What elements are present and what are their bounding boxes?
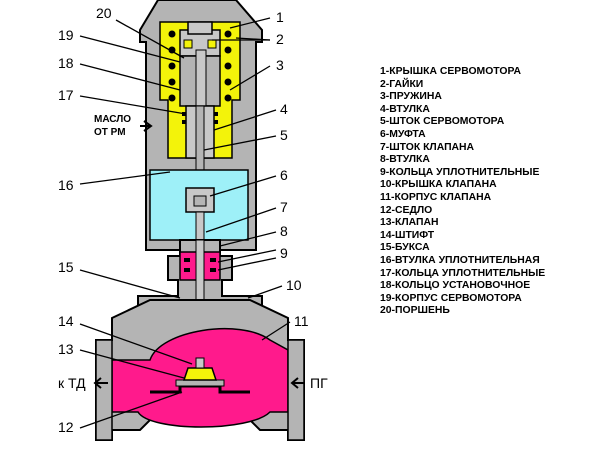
oil-label-line1: МАСЛО	[94, 114, 131, 125]
valve-plug	[182, 367, 218, 381]
legend-item: 4-ВТУЛКА	[380, 103, 430, 115]
callout-2: 2	[276, 31, 284, 47]
parts-legend: 1-КРЫШКА СЕРВОМОТОРА 2-ГАЙКИ 3-ПРУЖИНА 4…	[380, 66, 545, 318]
spring	[168, 30, 232, 102]
sealing-rings-lower	[184, 258, 216, 272]
callout-19: 19	[58, 27, 74, 43]
legend-item: 18-КОЛЬЦО УСТАНОВОЧНОЕ	[380, 280, 531, 292]
left-port-arrow	[93, 377, 108, 389]
legend-item: 9-КОЛЬЦА УПЛОТНИТЕЛЬНЫЕ	[380, 166, 540, 178]
callout-numbers: 1 2 3 4 5 6 7 8 9 10 11 12 13 14 15 16 1…	[58, 5, 309, 435]
legend-item: 7-ШТОК КЛАПАНА	[380, 141, 475, 153]
nut-left	[183, 39, 193, 49]
right-port-label: ПГ	[310, 375, 328, 391]
callout-16: 16	[58, 177, 74, 193]
piston-guide	[195, 49, 207, 111]
callout-10: 10	[286, 277, 302, 293]
callout-7: 7	[280, 199, 288, 215]
leader-lines	[79, 17, 291, 429]
callout-9: 9	[280, 245, 288, 261]
callout-15: 15	[58, 259, 74, 275]
nut-right	[207, 39, 217, 49]
legend-item: 15-БУКСА	[380, 242, 430, 254]
legend-item: 1-КРЫШКА СЕРВОМОТОРА	[380, 66, 521, 77]
right-flange	[287, 339, 305, 441]
callout-3: 3	[276, 57, 284, 73]
oil-inlet-arrow	[140, 120, 153, 132]
legend-item: 5-ШТОК СЕРВОМОТОРА	[380, 116, 505, 128]
seat	[175, 379, 225, 387]
legend-item: 13-КЛАПАН	[380, 217, 439, 229]
legend-item: 11-КОРПУС КЛАПАНА	[380, 191, 492, 203]
callout-11: 11	[294, 313, 309, 329]
valve-body	[95, 299, 305, 441]
left-flange	[95, 339, 113, 441]
legend-item: 16-ВТУЛКА УПЛОТНИТЕЛЬНАЯ	[380, 254, 540, 266]
callout-12: 12	[58, 419, 74, 435]
legend-item: 19-КОРПУС СЕРВОМОТОРА	[380, 292, 522, 304]
callout-5: 5	[280, 127, 288, 143]
legend-item: 20-ПОРШЕНЬ	[380, 305, 450, 317]
coupling-inner	[193, 195, 207, 207]
callout-18: 18	[58, 55, 74, 71]
legend-item: 10-КРЫШКА КЛАПАНА	[380, 179, 497, 191]
callout-20: 20	[96, 5, 112, 21]
legend-item: 6-МУФТА	[380, 128, 426, 140]
nut-top	[187, 21, 213, 35]
oil-label-line2: ОТ РМ	[94, 127, 126, 138]
callout-8: 8	[280, 223, 288, 239]
legend-item: 8-ВТУЛКА	[380, 154, 430, 166]
callout-1: 1	[276, 9, 284, 25]
legend-item: 14-ШТИФТ	[380, 229, 435, 241]
legend-item: 17-КОЛЬЦА УПЛОТНИТЕЛЬНЫЕ	[380, 267, 546, 279]
callout-14: 14	[58, 313, 74, 329]
left-port-label: к ТД	[58, 375, 86, 391]
callout-6: 6	[280, 167, 288, 183]
legend-item: 12-СЕДЛО	[380, 204, 433, 216]
callout-17: 17	[58, 87, 74, 103]
pin	[195, 357, 205, 369]
legend-item: 3-ПРУЖИНА	[380, 91, 442, 103]
callout-13: 13	[58, 341, 74, 357]
callout-4: 4	[280, 101, 288, 117]
legend-item: 2-ГАЙКИ	[380, 78, 424, 90]
right-port-arrow	[290, 377, 304, 389]
coupling-chamber	[149, 169, 249, 253]
